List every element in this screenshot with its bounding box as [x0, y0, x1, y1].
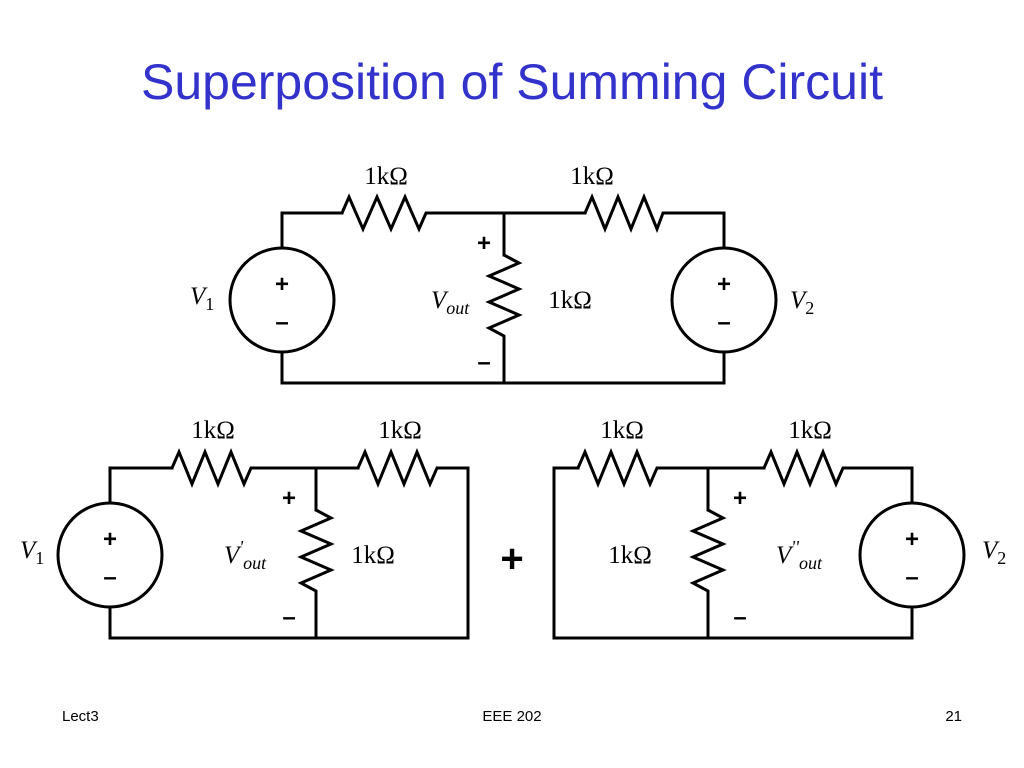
footer-lecture: Lect3 — [62, 708, 99, 725]
vout-var: V — [431, 287, 449, 314]
wire-br-bottom — [552, 605, 914, 640]
src-v1-minus-sign: – — [275, 309, 288, 336]
src-bl-minus-sign: – — [103, 564, 116, 591]
vout-dprime-minus: – — [733, 604, 746, 631]
circuit-bottom-left: + – 1kΩ 1kΩ 1kΩ V1 V'out + – — [20, 417, 470, 640]
resistor-br-middle-label: 1kΩ — [608, 542, 652, 569]
src-br-plus-sign: + — [905, 526, 919, 553]
vout-prime-sub: out — [243, 553, 267, 573]
superposition-plus-sign: + — [500, 537, 523, 581]
footer-course: EEE 202 — [482, 708, 542, 725]
circuit-bottom-right: + – 1kΩ 1kΩ 1kΩ V2 V''out + – — [552, 417, 1006, 640]
wire-br-upper-left — [552, 466, 580, 640]
src-v2-minus-sign: – — [717, 309, 730, 336]
resistor-br-middle — [689, 508, 727, 598]
resistor-br-left — [576, 448, 664, 488]
v1b-sub: 1 — [35, 548, 44, 568]
resistor-top-left — [340, 193, 430, 233]
vout-dprime-mark: '' — [791, 537, 800, 557]
vout-prime-minus: – — [282, 604, 295, 631]
circuit-top: + – + – 1kΩ 1kΩ 1kΩ V1 V2 Vout + – — [190, 163, 814, 385]
resistor-top-middle — [485, 253, 523, 342]
resistor-top-right — [583, 193, 665, 234]
src-v2-plus-sign: + — [717, 271, 731, 298]
vout-sub: out — [446, 298, 470, 318]
v2-label-top: V2 — [790, 287, 814, 318]
v1-label-top: V1 — [190, 283, 214, 314]
wire-bl-upper-right — [442, 466, 470, 640]
src-bl-plus-sign: + — [103, 526, 117, 553]
wire-br-upper-right — [848, 466, 914, 505]
resistor-bl-right-label: 1kΩ — [378, 417, 422, 444]
resistor-br-left-label: 1kΩ — [600, 417, 644, 444]
v2-sub: 2 — [805, 298, 814, 318]
voltage-source-v2-top — [670, 246, 778, 354]
vout-double-prime-label: V''out — [776, 537, 823, 573]
resistor-bl-middle — [297, 508, 335, 598]
vout-prime-plus: + — [282, 485, 296, 512]
wire-top-upper-left — [280, 211, 344, 250]
resistor-br-right — [762, 448, 850, 488]
footer-page-number: 21 — [945, 708, 962, 725]
v1b-var: V — [20, 537, 38, 564]
v1-sub: 1 — [205, 294, 214, 314]
vout-top-minus: – — [477, 349, 490, 376]
resistor-top-left-label: 1kΩ — [364, 163, 408, 190]
v2-var: V — [790, 287, 808, 314]
v2-label-bottom: V2 — [982, 537, 1006, 568]
wire-top-upper-right — [663, 211, 726, 250]
vout-label-top: Vout — [431, 287, 470, 318]
voltage-source-v1-top — [228, 246, 336, 354]
slide-title: Superposition of Summing Circuit — [141, 54, 883, 110]
vout-prime-mark: ' — [239, 537, 244, 557]
wire-bl-upper-left — [108, 466, 174, 505]
src-v1-plus-sign: + — [275, 271, 289, 298]
vout-prime-label: V'out — [224, 537, 267, 573]
vout-dprime-sub: out — [799, 553, 823, 573]
vout-prime-var: V — [224, 542, 242, 569]
v2b-sub: 2 — [997, 548, 1006, 568]
src-br-minus-sign: – — [905, 564, 918, 591]
resistor-top-middle-label: 1kΩ — [548, 287, 592, 314]
v1-label-bottom: V1 — [20, 537, 44, 568]
wire-bl-bottom — [108, 605, 470, 640]
resistor-bl-left-label: 1kΩ — [191, 417, 235, 444]
v2b-var: V — [982, 537, 1000, 564]
vout-top-plus: + — [477, 230, 491, 257]
wire-top-bottom — [280, 350, 726, 385]
v1-var: V — [190, 283, 208, 310]
resistor-top-right-label: 1kΩ — [570, 163, 614, 190]
resistor-br-right-label: 1kΩ — [788, 417, 832, 444]
voltage-source-v1-bottom — [56, 501, 164, 609]
resistor-bl-right — [356, 448, 444, 488]
vout-dprime-var: V — [776, 542, 794, 569]
resistor-bl-middle-label: 1kΩ — [351, 542, 395, 569]
vout-dprime-plus: + — [733, 485, 747, 512]
resistor-bl-left — [170, 448, 258, 488]
voltage-source-v2-bottom — [858, 501, 966, 609]
